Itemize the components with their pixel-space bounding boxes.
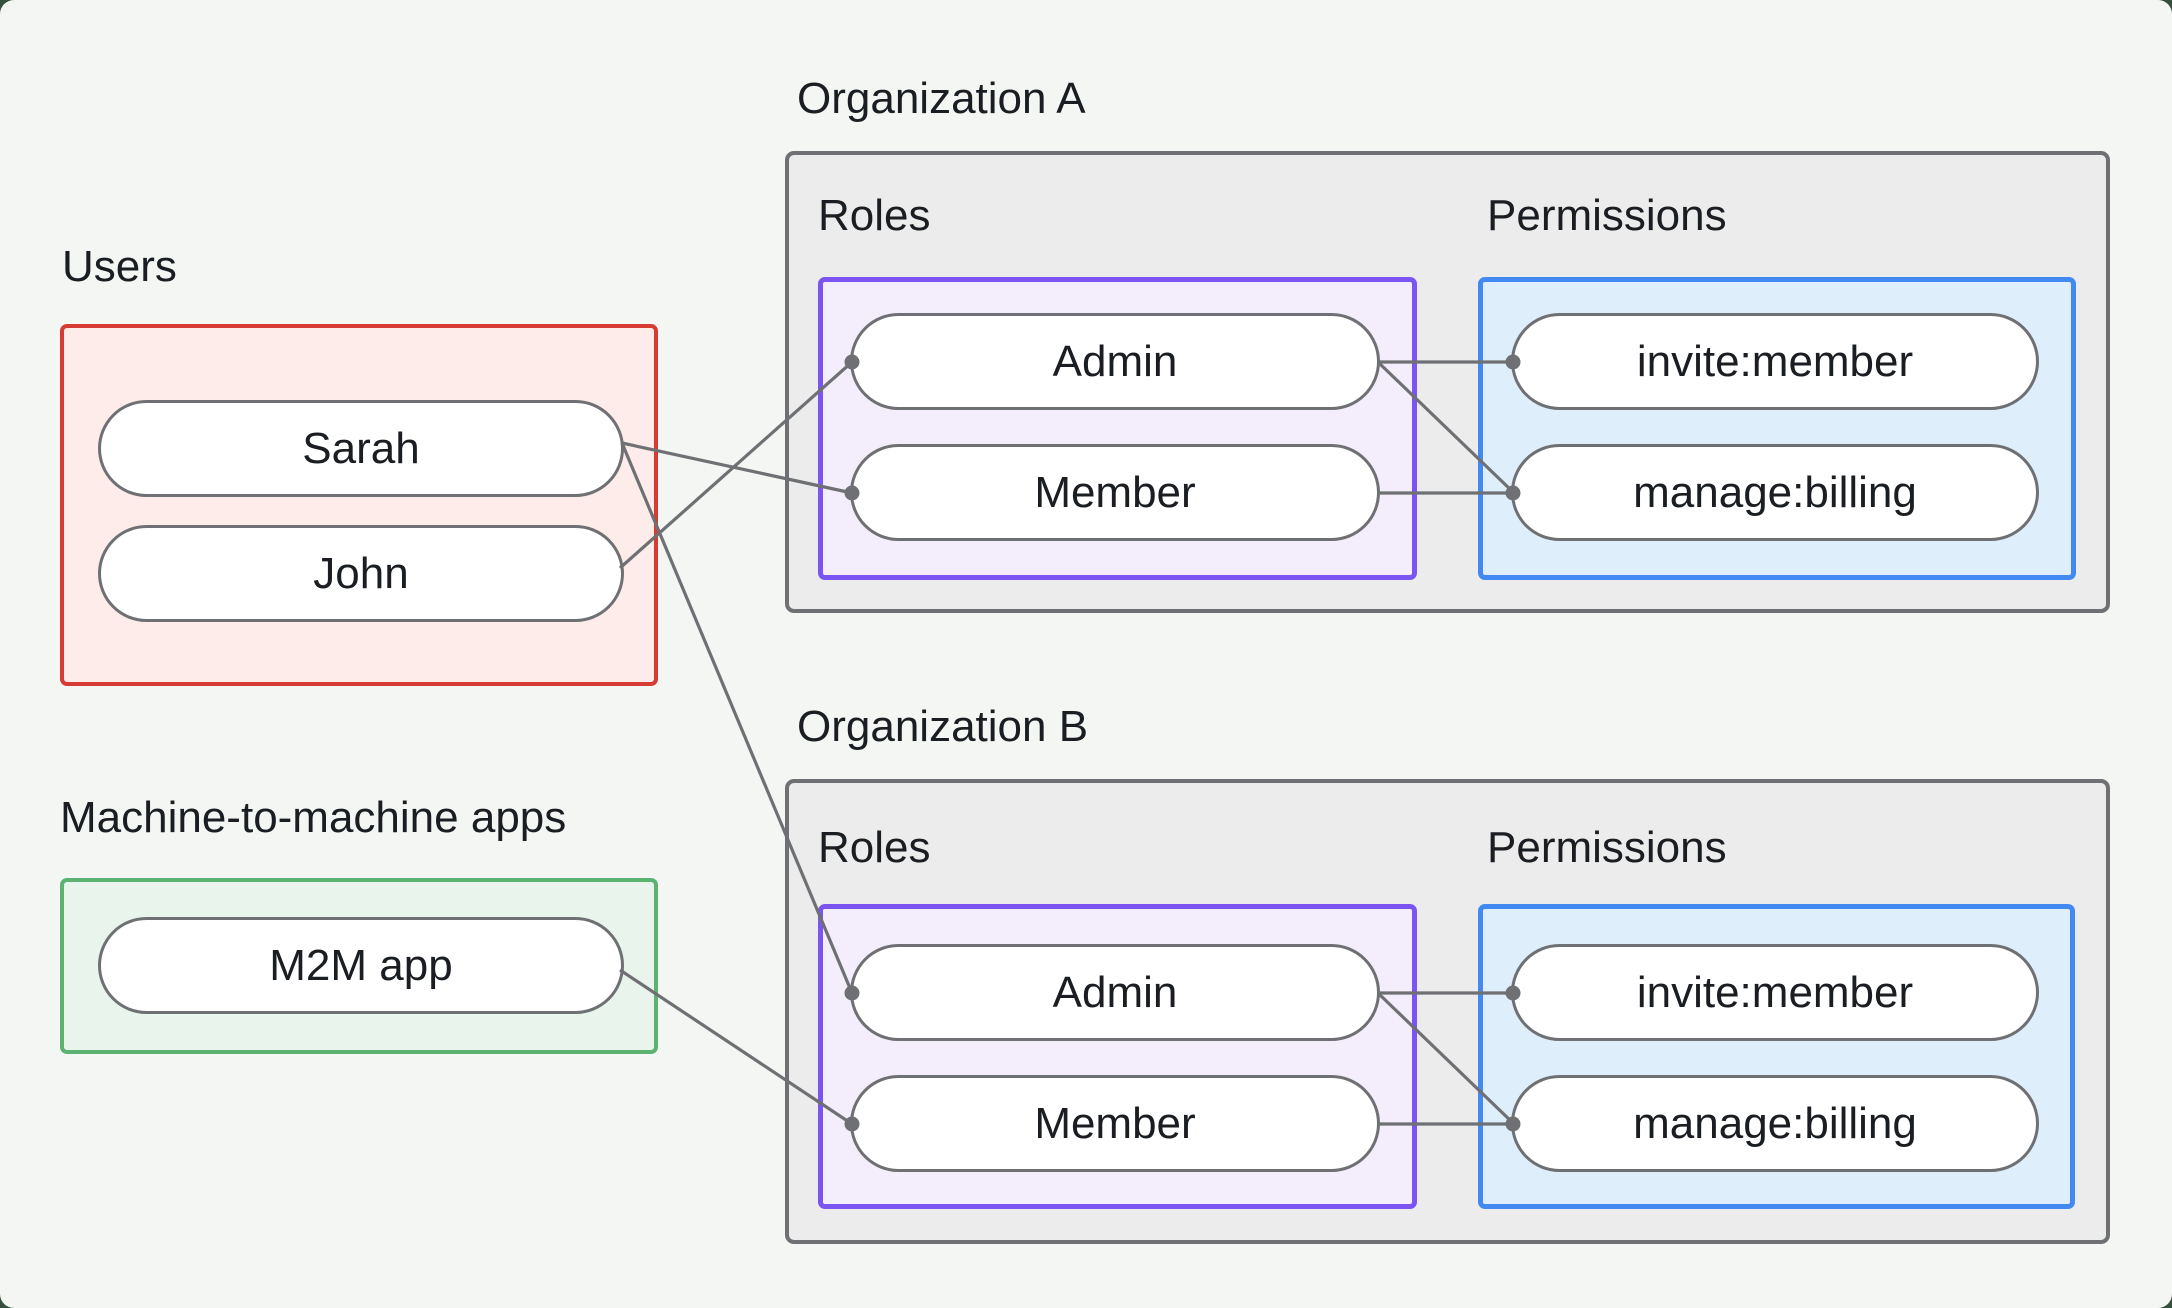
org-b-roles-label: Roles	[818, 823, 931, 872]
m2m-section-label: Machine-to-machine apps	[60, 793, 567, 842]
org-b-title: Organization B	[797, 702, 1089, 751]
org-a-roles-label: Roles	[818, 191, 931, 240]
users-section-label: Users	[62, 242, 177, 291]
org-b-permissions-label: Permissions	[1487, 823, 1727, 872]
org-b-permission-manage-billing-label: manage:billing	[1633, 1098, 1917, 1148]
org-b-permission-invite-member-label: invite:member	[1636, 967, 1914, 1017]
org-a-role-admin-label: Admin	[1052, 336, 1178, 386]
user-node-john-label: John	[313, 548, 409, 598]
org-a-permission-manage-billing: manage:billing	[1511, 444, 2039, 541]
org-a-permission-invite-member: invite:member	[1511, 313, 2039, 410]
user-node-sarah: Sarah	[98, 400, 624, 497]
org-b-role-member: Member	[850, 1075, 1380, 1172]
org-a-role-member: Member	[850, 444, 1380, 541]
org-a-title: Organization A	[797, 74, 1086, 123]
org-b-role-member-label: Member	[1034, 1098, 1196, 1148]
m2m-app-node-label: M2M app	[269, 940, 453, 990]
user-node-sarah-label: Sarah	[302, 423, 420, 473]
org-b-role-admin: Admin	[850, 944, 1380, 1041]
org-a-permissions-label: Permissions	[1487, 191, 1727, 240]
org-b-permission-manage-billing: manage:billing	[1511, 1075, 2039, 1172]
org-b-role-admin-label: Admin	[1052, 967, 1178, 1017]
org-a-permission-manage-billing-label: manage:billing	[1633, 467, 1917, 517]
org-a-role-member-label: Member	[1034, 467, 1196, 517]
user-node-john: John	[98, 525, 624, 622]
org-b-permission-invite-member: invite:member	[1511, 944, 2039, 1041]
users-group-box	[60, 324, 658, 686]
org-a-permission-invite-member-label: invite:member	[1636, 336, 1914, 386]
m2m-app-node: M2M app	[98, 917, 624, 1014]
org-a-role-admin: Admin	[850, 313, 1380, 410]
